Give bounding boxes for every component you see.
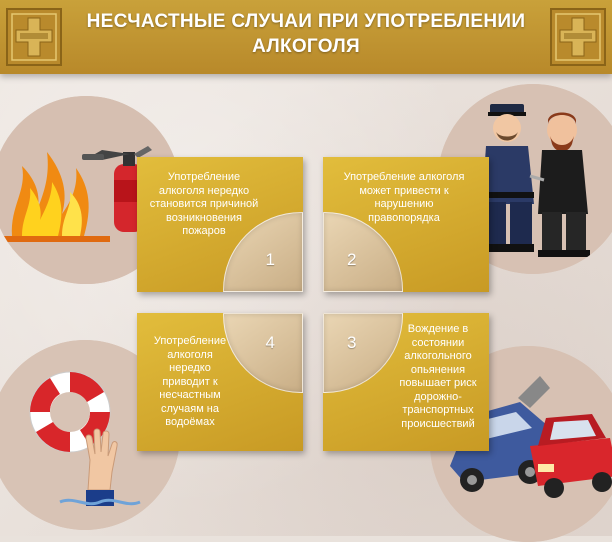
car-crash-icon <box>450 376 612 498</box>
panel-4-text: Употребление алкоголя нередко приводит к… <box>153 335 227 428</box>
panel-1-number: 1 <box>265 250 275 269</box>
page-title: НЕСЧАСТНЫЕ СЛУЧАИ ПРИ УПОТРЕБЛЕНИИ АЛКОГ… <box>70 9 542 59</box>
panel-4: 4 Употребление алкоголя нередко приводит… <box>137 313 303 451</box>
panel-2-number: 2 <box>347 250 357 269</box>
emblem-icon <box>6 8 62 66</box>
police-icon <box>482 104 534 252</box>
panel-1-text: Употребление алкоголя нередко становится… <box>149 171 259 237</box>
title-banner: НЕСЧАСТНЫЕ СЛУЧАИ ПРИ УПОТРЕБЛЕНИИ АЛКОГ… <box>0 0 612 74</box>
panel-3-badge <box>323 313 403 393</box>
panel-4-badge <box>223 313 303 393</box>
title-line-2: АЛКОГОЛЯ <box>252 36 360 57</box>
drowning-hand-icon <box>59 428 141 506</box>
panel-1: Употребление алкоголя нередко становится… <box>137 157 303 292</box>
panel-4-number: 4 <box>265 333 275 352</box>
panel-3-text: Вождение в состоянии алкогольного опьяне… <box>399 323 477 430</box>
panel-2-text: Употребление алкоголя может привести к н… <box>343 171 465 224</box>
emblem-icon <box>550 8 606 66</box>
arrest-icon <box>529 112 590 257</box>
panel-2: Употребление алкоголя может привести к н… <box>323 157 489 292</box>
title-line-1: НЕСЧАСТНЫЕ СЛУЧАИ ПРИ УПОТРЕБЛЕНИИ <box>86 11 526 32</box>
extinguisher-icon <box>82 146 152 232</box>
panel-3: 3 Вождение в состоянии алкогольного опья… <box>323 313 489 451</box>
fire-icon <box>4 152 110 242</box>
panel-3-number: 3 <box>347 333 357 352</box>
